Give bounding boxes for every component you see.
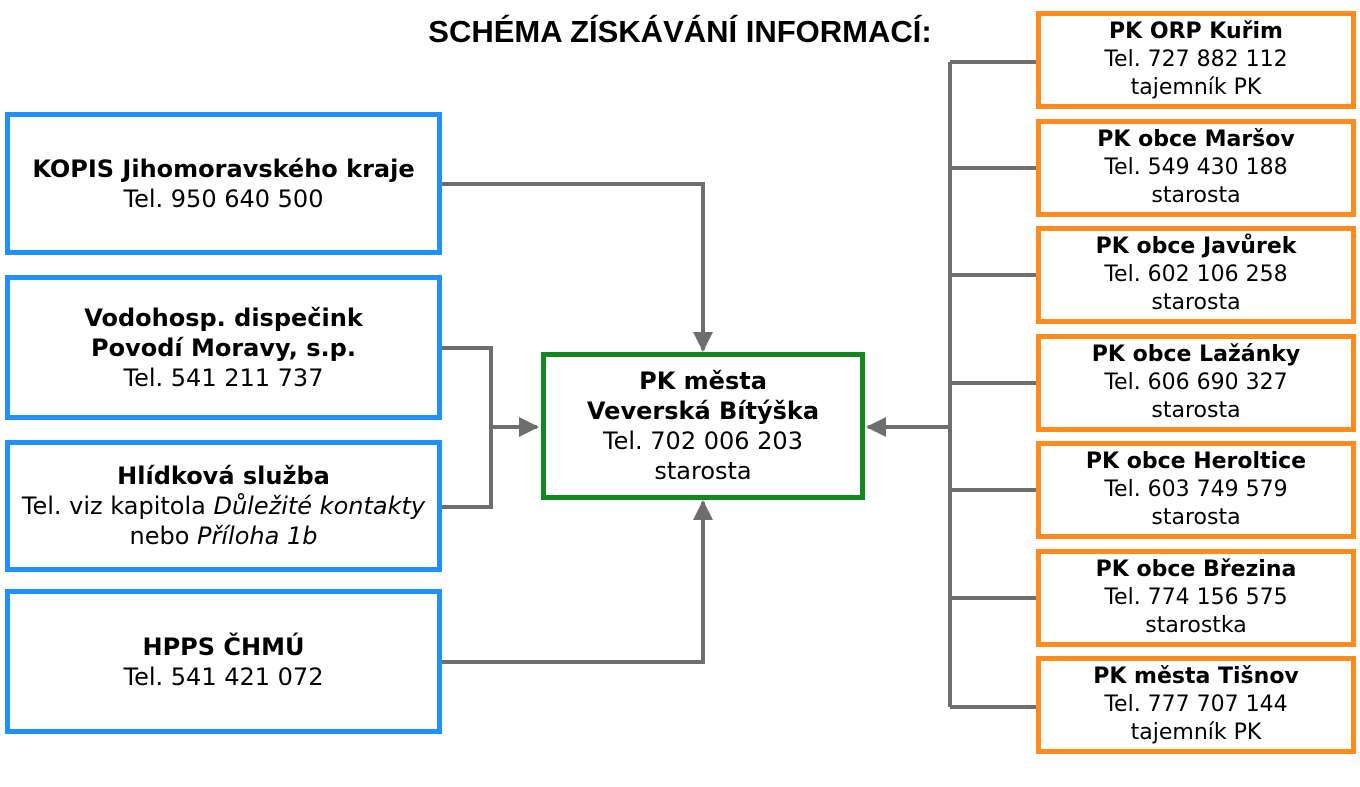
center-name-line2: Veverská Bítýška: [586, 397, 820, 425]
contact-box-lazanky: PK obce Lažánky Tel. 606 690 327 starost…: [1036, 334, 1356, 432]
contact-box-javurek: PK obce Javůrek Tel. 602 106 258 starost…: [1036, 226, 1356, 324]
alt-prefix: nebo: [129, 522, 198, 550]
source-name-line2: Povodí Moravy, s.p.: [91, 333, 356, 362]
contact-name: PK města Tišnov: [1093, 664, 1299, 689]
contact-name: PK obce Heroltice: [1085, 449, 1307, 474]
connector-hpps: [442, 500, 713, 664]
phone-reference: Důležité kontakty: [213, 492, 426, 520]
alt-reference: Příloha 1b: [197, 522, 318, 550]
center-role: starosta: [654, 457, 752, 485]
contact-phone: Tel. 606 690 327: [1104, 370, 1288, 395]
contact-role: starosta: [1151, 290, 1241, 315]
contact-box-tisnov: PK města Tišnov Tel. 777 707 144 tajemní…: [1036, 656, 1356, 754]
contact-phone: Tel. 549 430 188: [1104, 155, 1288, 180]
contact-phone: Tel. 777 707 144: [1104, 692, 1288, 717]
source-alternative: nebo Příloha 1b: [130, 521, 318, 551]
source-name: KOPIS Jihomoravského kraje: [32, 154, 415, 183]
source-box-kopis: KOPIS Jihomoravského kraje Tel. 950 640 …: [5, 112, 442, 255]
contact-name: PK obce Březina: [1095, 557, 1297, 582]
contact-role: starostka: [1145, 613, 1247, 638]
diagram-title: SCHÉMA ZÍSKÁVÁNÍ INFORMACÍ:: [428, 14, 932, 49]
phone-prefix: Tel. viz kapitola: [21, 492, 214, 520]
contact-name: PK ORP Kuřim: [1109, 19, 1283, 44]
contact-phone: Tel. 602 106 258: [1104, 262, 1288, 287]
source-phone: Tel. 950 640 500: [123, 184, 324, 213]
contact-role: tajemník PK: [1130, 75, 1262, 100]
contact-role: tajemník PK: [1130, 720, 1262, 745]
source-phone: Tel. 541 211 737: [123, 363, 324, 392]
center-box: PK města Veverská Bítýška Tel. 702 006 2…: [541, 352, 865, 500]
source-box-hlidkova: Hlídková služba Tel. viz kapitola Důleži…: [5, 440, 442, 572]
source-phone: Tel. 541 421 072: [123, 662, 324, 691]
center-phone: Tel. 702 006 203: [603, 427, 803, 455]
contact-role: starosta: [1151, 398, 1241, 423]
center-name-line1: PK města: [639, 367, 767, 395]
contact-box-heroltice: PK obce Heroltice Tel. 603 749 579 staro…: [1036, 441, 1356, 539]
source-box-hpps: HPPS ČHMÚ Tel. 541 421 072: [5, 589, 442, 734]
connector-kopis: [442, 182, 713, 352]
contact-phone: Tel. 603 749 579: [1104, 477, 1288, 502]
contact-box-brezina: PK obce Březina Tel. 774 156 575 starost…: [1036, 549, 1356, 647]
contact-name: PK obce Lažánky: [1091, 342, 1301, 367]
contact-box-kurim: PK ORP Kuřim Tel. 727 882 112 tajemník P…: [1036, 11, 1356, 109]
contact-name: PK obce Javůrek: [1095, 234, 1297, 259]
source-name: HPPS ČHMÚ: [142, 632, 305, 661]
contact-role: starosta: [1151, 183, 1241, 208]
connector-vodohosp: [442, 346, 493, 509]
source-box-vodohosp: Vodohosp. dispečink Povodí Moravy, s.p. …: [5, 275, 442, 420]
source-phone: Tel. viz kapitola Důležité kontakty: [22, 491, 425, 521]
source-name: Hlídková služba: [117, 462, 330, 490]
contact-role: starosta: [1151, 505, 1241, 530]
contact-phone: Tel. 727 882 112: [1104, 47, 1288, 72]
contact-phone: Tel. 774 156 575: [1104, 585, 1288, 610]
contact-name: PK obce Maršov: [1097, 127, 1295, 152]
source-name-line1: Vodohosp. dispečink: [84, 303, 363, 332]
contact-box-marsov: PK obce Maršov Tel. 549 430 188 starosta: [1036, 119, 1356, 217]
